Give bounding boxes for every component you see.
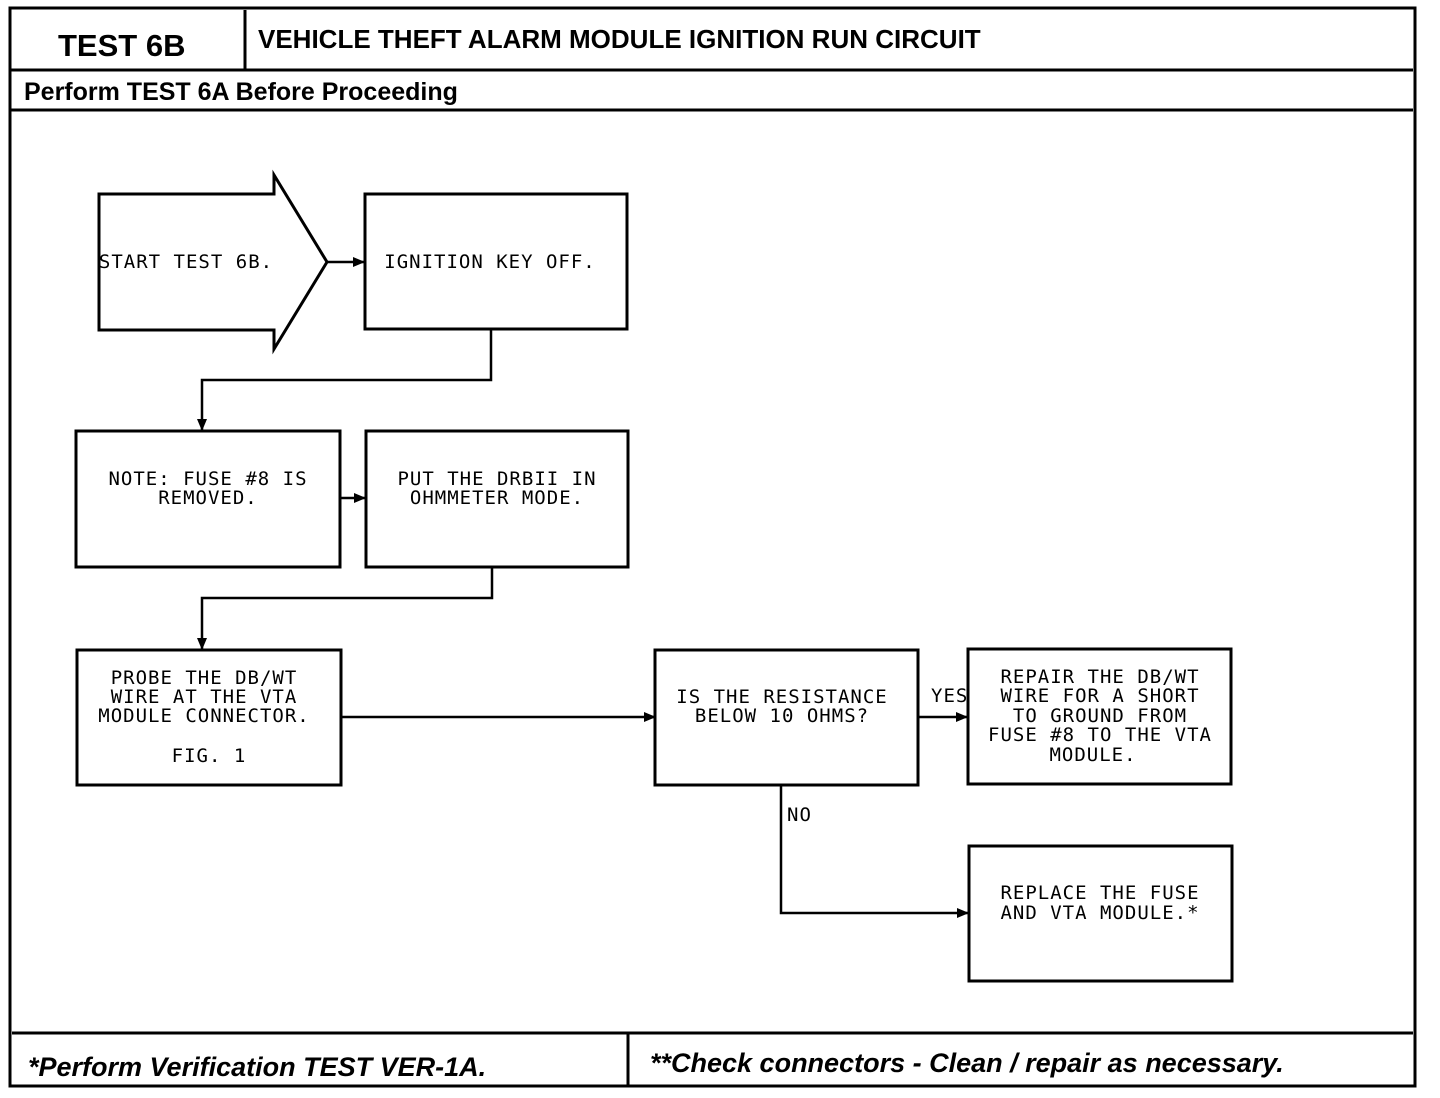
test-id: TEST 6B xyxy=(58,28,185,63)
step-probe-wire xyxy=(75,648,343,787)
question-label-line: BELOW 10 OHMS? xyxy=(695,705,869,727)
action-repair-wire xyxy=(966,647,1233,786)
note-label-line: NOTE: FUSE #8 IS xyxy=(108,468,307,490)
yes-action-line: REPAIR THE DB/WT xyxy=(1000,666,1199,688)
question-label-line: IS THE RESISTANCE xyxy=(676,686,887,708)
yes-action-label: REPAIR THE DB/WT WIRE FOR A SHORT TO GRO… xyxy=(988,666,1212,766)
connector-ignition-to-note xyxy=(197,330,493,431)
start-arrow xyxy=(97,169,329,355)
no-action-line: AND VTA MODULE.* xyxy=(1000,902,1199,924)
start-label-line: START TEST 6B. xyxy=(99,251,273,273)
ohmmeter-label: PUT THE DRBII IN OHMMETER MODE. xyxy=(397,468,596,509)
yes-action-line: WIRE FOR A SHORT xyxy=(1000,685,1199,707)
ohmmeter-label-line: PUT THE DRBII IN xyxy=(397,468,596,490)
connector-no-branch xyxy=(779,786,969,918)
yes-action-line: FUSE #8 TO THE VTA xyxy=(988,724,1212,746)
action-replace-fuse-module xyxy=(967,844,1234,983)
step-ignition-key-off xyxy=(363,192,629,331)
question-label: IS THE RESISTANCE BELOW 10 OHMS? xyxy=(676,686,887,727)
probe-label: PROBE THE DB/WT WIRE AT THE VTA MODULE C… xyxy=(98,667,309,767)
probe-label-line: MODULE CONNECTOR. xyxy=(98,705,309,727)
no-action-label: REPLACE THE FUSE AND VTA MODULE.* xyxy=(1000,882,1199,924)
probe-label-line: PROBE THE DB/WT xyxy=(111,667,298,689)
yes-label: YES xyxy=(931,685,968,707)
page-frame xyxy=(8,6,1417,1088)
decision-resistance-check xyxy=(653,648,920,787)
footer-connector-note: **Check connectors - Clean / repair as n… xyxy=(650,1048,1284,1078)
prerequisite-note: Perform TEST 6A Before Proceeding xyxy=(24,78,458,106)
note-label: NOTE: FUSE #8 IS REMOVED. xyxy=(108,468,307,509)
no-label: NO xyxy=(787,804,812,826)
footer-verification-note: *Perform Verification TEST VER-1A. xyxy=(28,1052,486,1082)
probe-label-line: WIRE AT THE VTA xyxy=(111,686,298,708)
probe-figure-ref: FIG. 1 xyxy=(172,745,247,767)
step-ohmmeter-mode xyxy=(364,429,630,569)
note-label-line: REMOVED. xyxy=(158,487,258,509)
connector-ohmmeter-to-probe xyxy=(197,568,494,650)
ohmmeter-label-line: OHMMETER MODE. xyxy=(410,487,584,509)
start-label: START TEST 6B. xyxy=(99,251,273,273)
page-title: VEHICLE THEFT ALARM MODULE IGNITION RUN … xyxy=(258,24,981,54)
ignition-label: IGNITION KEY OFF. xyxy=(384,251,595,273)
yes-action-line: TO GROUND FROM xyxy=(1013,705,1187,727)
no-action-line: REPLACE THE FUSE xyxy=(1000,882,1199,904)
yes-action-line: MODULE. xyxy=(1049,744,1136,766)
step-note-fuse-removed xyxy=(74,429,342,569)
ignition-label-line: IGNITION KEY OFF. xyxy=(384,251,595,273)
